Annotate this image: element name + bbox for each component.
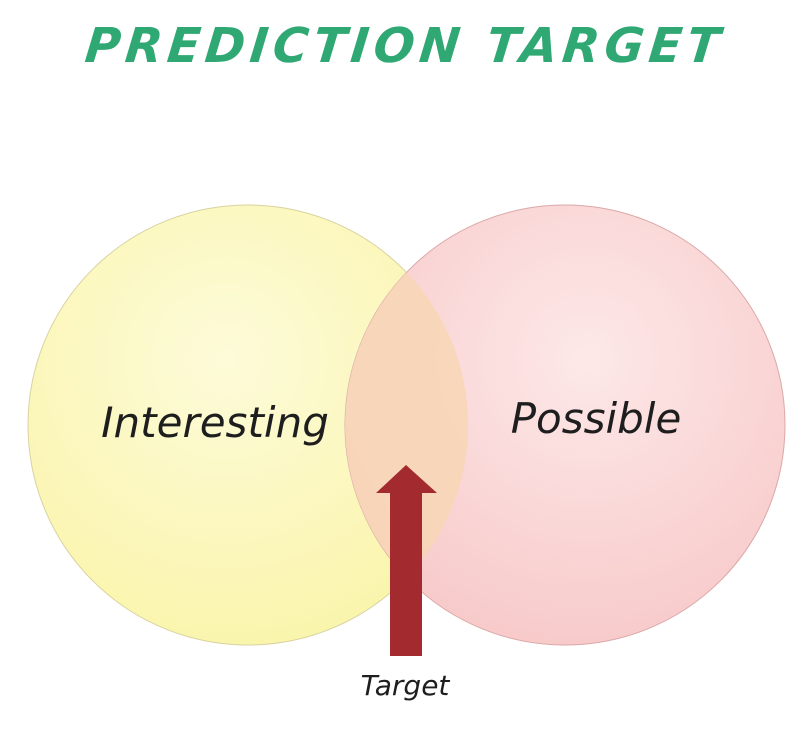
target-label: Target — [361, 669, 451, 702]
possible-label: Possible — [511, 394, 682, 443]
target-arrow — [376, 465, 437, 656]
interesting-label: Interesting — [101, 398, 329, 447]
